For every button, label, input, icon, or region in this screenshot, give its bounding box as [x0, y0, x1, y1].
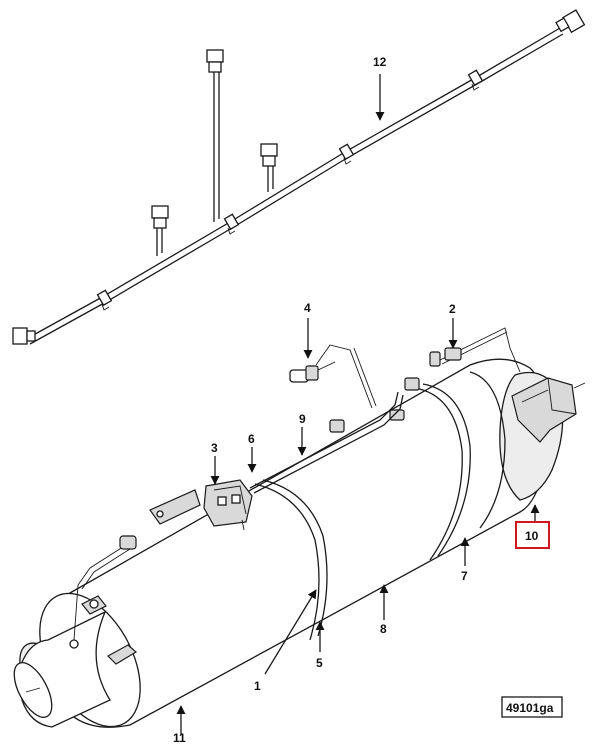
callout-labels: 12 2 4 3 6 9 1 5 8 7 11 10: [173, 55, 550, 745]
reference-code-box: 49101ga: [501, 696, 563, 718]
callout-4: 4: [304, 301, 311, 315]
callout-11: 11: [173, 731, 186, 745]
harness-connector: [12, 327, 36, 345]
callout-8: 8: [380, 622, 387, 636]
callout-1: 1: [254, 679, 261, 693]
callout-3: 3: [211, 441, 218, 455]
callout-10-highlight[interactable]: 10: [515, 521, 550, 549]
harness-connector: [260, 143, 278, 167]
callout-5: 5: [316, 656, 323, 670]
harness-connector: [151, 205, 169, 229]
harness-connector: [206, 49, 224, 73]
callout-10: 10: [525, 529, 539, 543]
pressure-sensor: [289, 361, 336, 383]
callout-7: 7: [461, 569, 468, 583]
wiring-harness: [12, 9, 586, 345]
exhaust-assembly: [13, 327, 586, 728]
callout-6: 6: [248, 432, 255, 446]
callout-2: 2: [449, 302, 456, 316]
callout-9: 9: [299, 412, 306, 426]
harness-connector: [555, 9, 586, 34]
band-clamp: [414, 383, 471, 561]
callout-arrows: [176, 74, 540, 735]
highlight-box: [515, 521, 550, 549]
band-clamp: [254, 479, 328, 641]
reference-code: 49101ga: [506, 701, 554, 715]
callout-12: 12: [373, 55, 387, 69]
